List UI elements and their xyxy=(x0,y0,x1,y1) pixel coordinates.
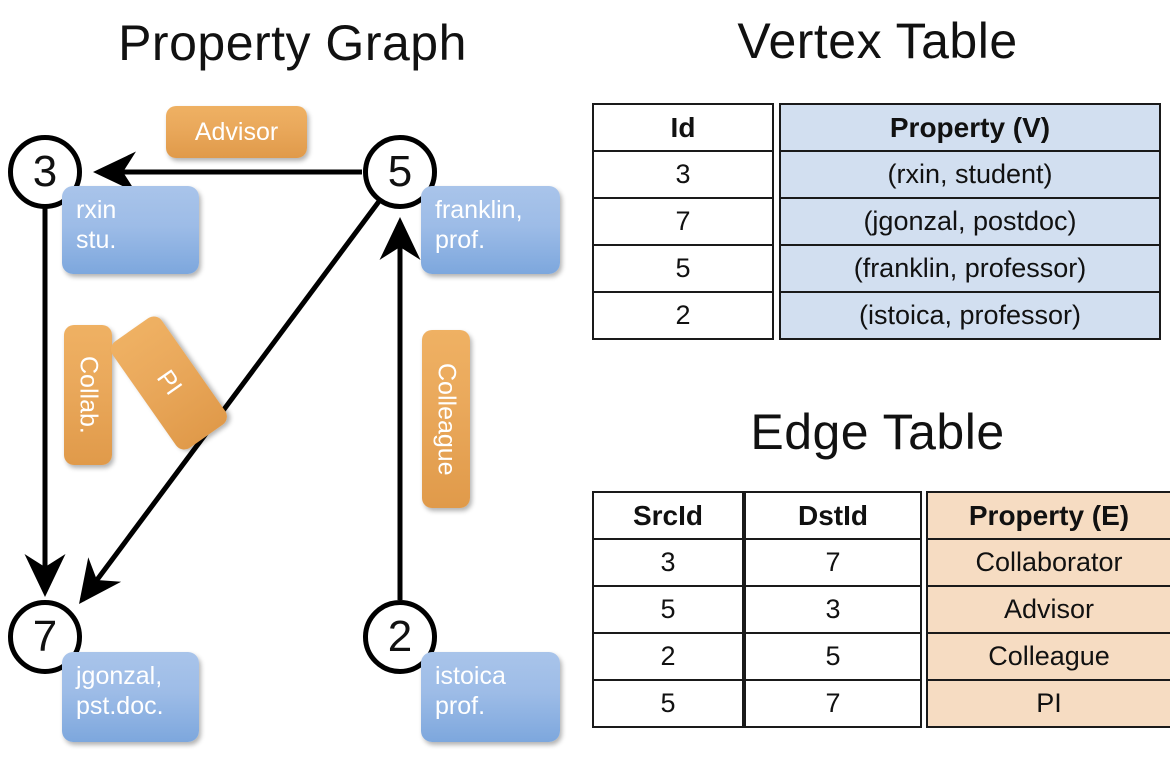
edge-property-cell: Collaborator xyxy=(926,538,1170,587)
edge-property-chip-colleague: Colleague xyxy=(422,330,470,508)
edge-property-cell: Advisor xyxy=(926,585,1170,634)
edge-dst-cell: 7 xyxy=(744,679,922,728)
edge-table-srcid-column: SrcId 3 5 2 5 xyxy=(592,491,744,728)
page-title-vertex-table: Vertex Table xyxy=(737,13,1018,69)
table-row: 2 xyxy=(592,632,744,681)
vertex-table-col-property: Property (V) xyxy=(779,103,1161,152)
table-row: PI xyxy=(926,679,1170,728)
table-row: 5 xyxy=(592,679,744,728)
edge-dst-cell: 5 xyxy=(744,632,922,681)
edge-property-chip-collab: Collab. xyxy=(64,325,112,465)
vertex-property-chip-3: rxin stu. xyxy=(62,186,199,274)
edge-property-chip-collab-label: Collab. xyxy=(74,356,103,434)
table-row: 7 xyxy=(744,679,922,728)
table-row: 5 xyxy=(744,632,922,681)
table-row: Colleague xyxy=(926,632,1170,681)
table-header-row: Property (E) xyxy=(926,491,1170,540)
vertex-property-cell: (istoica, professor) xyxy=(779,291,1161,340)
edge-table: SrcId 3 5 2 5 DstId 7 3 5 7 Property (E)… xyxy=(592,491,1170,728)
vertex-table-property-column: Property (V) (rxin, student) (jgonzal, p… xyxy=(779,103,1161,340)
table-row: 3 xyxy=(744,585,922,634)
vertex-id-cell: 2 xyxy=(592,291,774,340)
edge-property-chip-pi-label: PI xyxy=(151,365,188,401)
table-row: (jgonzal, postdoc) xyxy=(779,197,1161,246)
vertex-id-cell: 7 xyxy=(592,197,774,246)
edge-property-cell: PI xyxy=(926,679,1170,728)
table-row: 5 xyxy=(592,244,774,293)
table-header-row: Property (V) xyxy=(779,103,1161,152)
table-row: 5 xyxy=(592,585,744,634)
vertex-property-chip-2: istoica prof. xyxy=(421,652,560,742)
page-title-edge-table: Edge Table xyxy=(750,404,1005,460)
graph-edges-svg xyxy=(24,151,421,605)
edge-property-chip-colleague-label: Colleague xyxy=(432,362,461,476)
vertex-property-cell: (jgonzal, postdoc) xyxy=(779,197,1161,246)
page-title-property-graph: Property Graph xyxy=(118,15,467,71)
table-row: Advisor xyxy=(926,585,1170,634)
graph-node-5[interactable]: 5 xyxy=(363,135,437,209)
edge-property-chip-advisor: Advisor xyxy=(166,106,307,158)
edge-src-cell: 2 xyxy=(592,632,744,681)
vertex-table: Id 3 7 5 2 Property (V) (rxin, student) … xyxy=(592,103,1161,340)
edge-line-5-to-7 xyxy=(79,198,383,605)
vertex-property-cell: (rxin, student) xyxy=(779,150,1161,199)
table-row: 7 xyxy=(592,197,774,246)
vertex-id-cell: 5 xyxy=(592,244,774,293)
edge-dst-cell: 3 xyxy=(744,585,922,634)
edge-table-col-srcid: SrcId xyxy=(592,491,744,540)
graph-node-2[interactable]: 2 xyxy=(363,600,437,674)
table-header-row: SrcId xyxy=(592,491,744,540)
vertex-id-cell: 3 xyxy=(592,150,774,199)
edge-src-cell: 5 xyxy=(592,585,744,634)
table-row: (franklin, professor) xyxy=(779,244,1161,293)
table-row: (istoica, professor) xyxy=(779,291,1161,340)
table-header-row: DstId xyxy=(744,491,922,540)
property-graph-diagram: 3 5 7 2 rxin stu. franklin, prof. jgonza… xyxy=(8,106,560,742)
edge-table-dstid-column: DstId 7 3 5 7 xyxy=(744,491,922,728)
edge-table-col-property: Property (E) xyxy=(926,491,1170,540)
vertex-property-cell: (franklin, professor) xyxy=(779,244,1161,293)
table-row: 3 xyxy=(592,538,744,587)
vertex-table-col-id: Id xyxy=(592,103,774,152)
vertex-property-chip-7: jgonzal, pst.doc. xyxy=(62,652,199,742)
table-row: 3 xyxy=(592,150,774,199)
table-row: Collaborator xyxy=(926,538,1170,587)
table-header-row: Id xyxy=(592,103,774,152)
table-row: (rxin, student) xyxy=(779,150,1161,199)
edge-table-col-dstid: DstId xyxy=(744,491,922,540)
edge-table-property-column: Property (E) Collaborator Advisor Collea… xyxy=(926,491,1170,728)
vertex-property-chip-5: franklin, prof. xyxy=(421,186,560,274)
edge-src-cell: 3 xyxy=(592,538,744,587)
edge-property-cell: Colleague xyxy=(926,632,1170,681)
vertex-table-id-column: Id 3 7 5 2 xyxy=(592,103,774,340)
edge-src-cell: 5 xyxy=(592,679,744,728)
edge-dst-cell: 7 xyxy=(744,538,922,587)
table-row: 7 xyxy=(744,538,922,587)
edge-property-chip-advisor-label: Advisor xyxy=(194,117,279,146)
table-row: 2 xyxy=(592,291,774,340)
